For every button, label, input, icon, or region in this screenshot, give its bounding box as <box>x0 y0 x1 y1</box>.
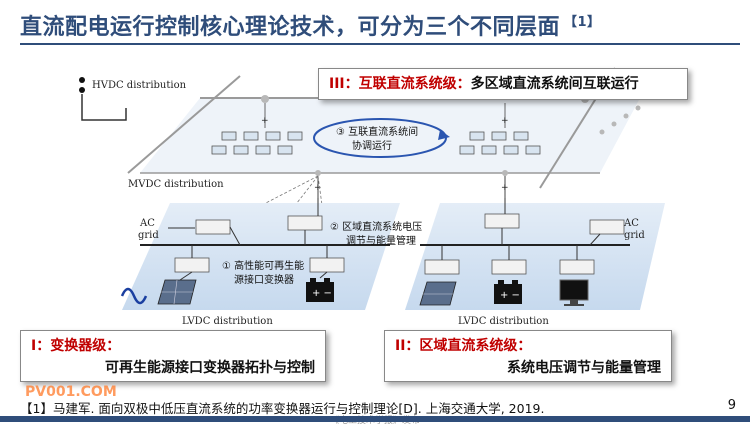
svg-text:+ −: + − <box>312 288 332 299</box>
svg-text:+: + <box>261 116 269 126</box>
converter-icon <box>559 259 595 275</box>
converter-cluster-left <box>211 131 303 155</box>
converter-icon <box>484 213 520 229</box>
footer-bar <box>0 416 750 422</box>
converter-note-line2: 源接口变换器 <box>234 273 294 286</box>
callout-level2-title: II：区域直流系统级： <box>395 338 532 354</box>
slide-title: 直流配电运行控制核心理论技术，可分为三个不同层面【1】 <box>20 9 601 41</box>
lvdc-right-label: LVDC distribution <box>458 316 549 327</box>
converter-note-line1: ① 高性能可再生能 <box>222 259 304 272</box>
callout-level3-desc: 多区域直流系统间互联运行 <box>470 76 639 92</box>
battery-icon: + − <box>494 280 522 304</box>
regional-note-line1: ② 区域直流系统电压 <box>330 220 422 233</box>
callout-level1-title: I：变换器级： <box>31 338 121 354</box>
converter-cluster-right <box>459 131 541 155</box>
hvdc-label: HVDC distribution <box>92 80 187 91</box>
callout-interconnect-level: III：互联直流系统级： 多区域直流系统间互联运行 <box>318 68 688 100</box>
converter-icon <box>424 259 460 275</box>
mvdc-label: MVDC distribution <box>128 179 224 190</box>
title-reference: 【1】 <box>564 15 601 30</box>
svg-text:+: + <box>501 183 509 193</box>
svg-text:+ −: + − <box>500 290 520 301</box>
reference-footnote: 【1】马建军. 面向双极中低压直流系统的功率变换器运行与控制理论[D]. 上海交… <box>20 401 545 416</box>
converter-icon <box>287 215 323 231</box>
dc-distribution-diagram: HVDC distribution + + ③ 互联直流系统间 协调运行 MVD… <box>79 67 665 327</box>
converter-icon <box>174 257 210 273</box>
svg-text:+: + <box>314 183 322 193</box>
solar-panel-icon <box>157 279 197 305</box>
title-text: 直流配电运行控制核心理论技术，可分为三个不同层面 <box>20 15 561 40</box>
ac-grid-left-line1: AC <box>139 218 155 229</box>
ac-grid-right-line1: AC <box>623 218 639 229</box>
callout-level2-desc: 系统电压调节与能量管理 <box>507 360 661 376</box>
svg-text:+: + <box>501 116 509 126</box>
callout-converter-level: I：变换器级： 可再生能源接口变换器拓扑与控制 <box>20 330 326 382</box>
callout-level1-desc: 可再生能源接口变换器拓扑与控制 <box>105 360 315 376</box>
hvdc-node-icon <box>79 87 85 93</box>
callout-level3-title: III：互联直流系统级： <box>329 76 471 92</box>
page-number: 9 <box>727 398 736 413</box>
callout-regional-level: II：区域直流系统级： 系统电压调节与能量管理 <box>384 330 672 382</box>
monitor-load-icon <box>559 279 589 306</box>
ac-grid-right-line2: grid <box>624 230 645 241</box>
ac-grid-left-line2: grid <box>138 230 159 241</box>
interconnect-note-line1: ③ 互联直流系统间 <box>336 125 418 138</box>
battery-icon: + − <box>306 278 334 302</box>
hvdc-node-icon <box>79 77 85 83</box>
watermark: PV001.COM <box>25 384 117 400</box>
title-divider <box>20 43 740 45</box>
regional-note-line2: 调节与能量管理 <box>346 234 416 247</box>
converter-icon <box>589 219 625 235</box>
lvdc-left-label: LVDC distribution <box>182 316 273 327</box>
converter-icon <box>491 259 527 275</box>
converter-icon <box>309 257 345 273</box>
converter-icon <box>195 219 231 235</box>
interconnect-note-line2: 协调运行 <box>352 139 392 152</box>
wind-wave-icon <box>120 287 148 305</box>
solar-panel-icon <box>419 281 457 306</box>
